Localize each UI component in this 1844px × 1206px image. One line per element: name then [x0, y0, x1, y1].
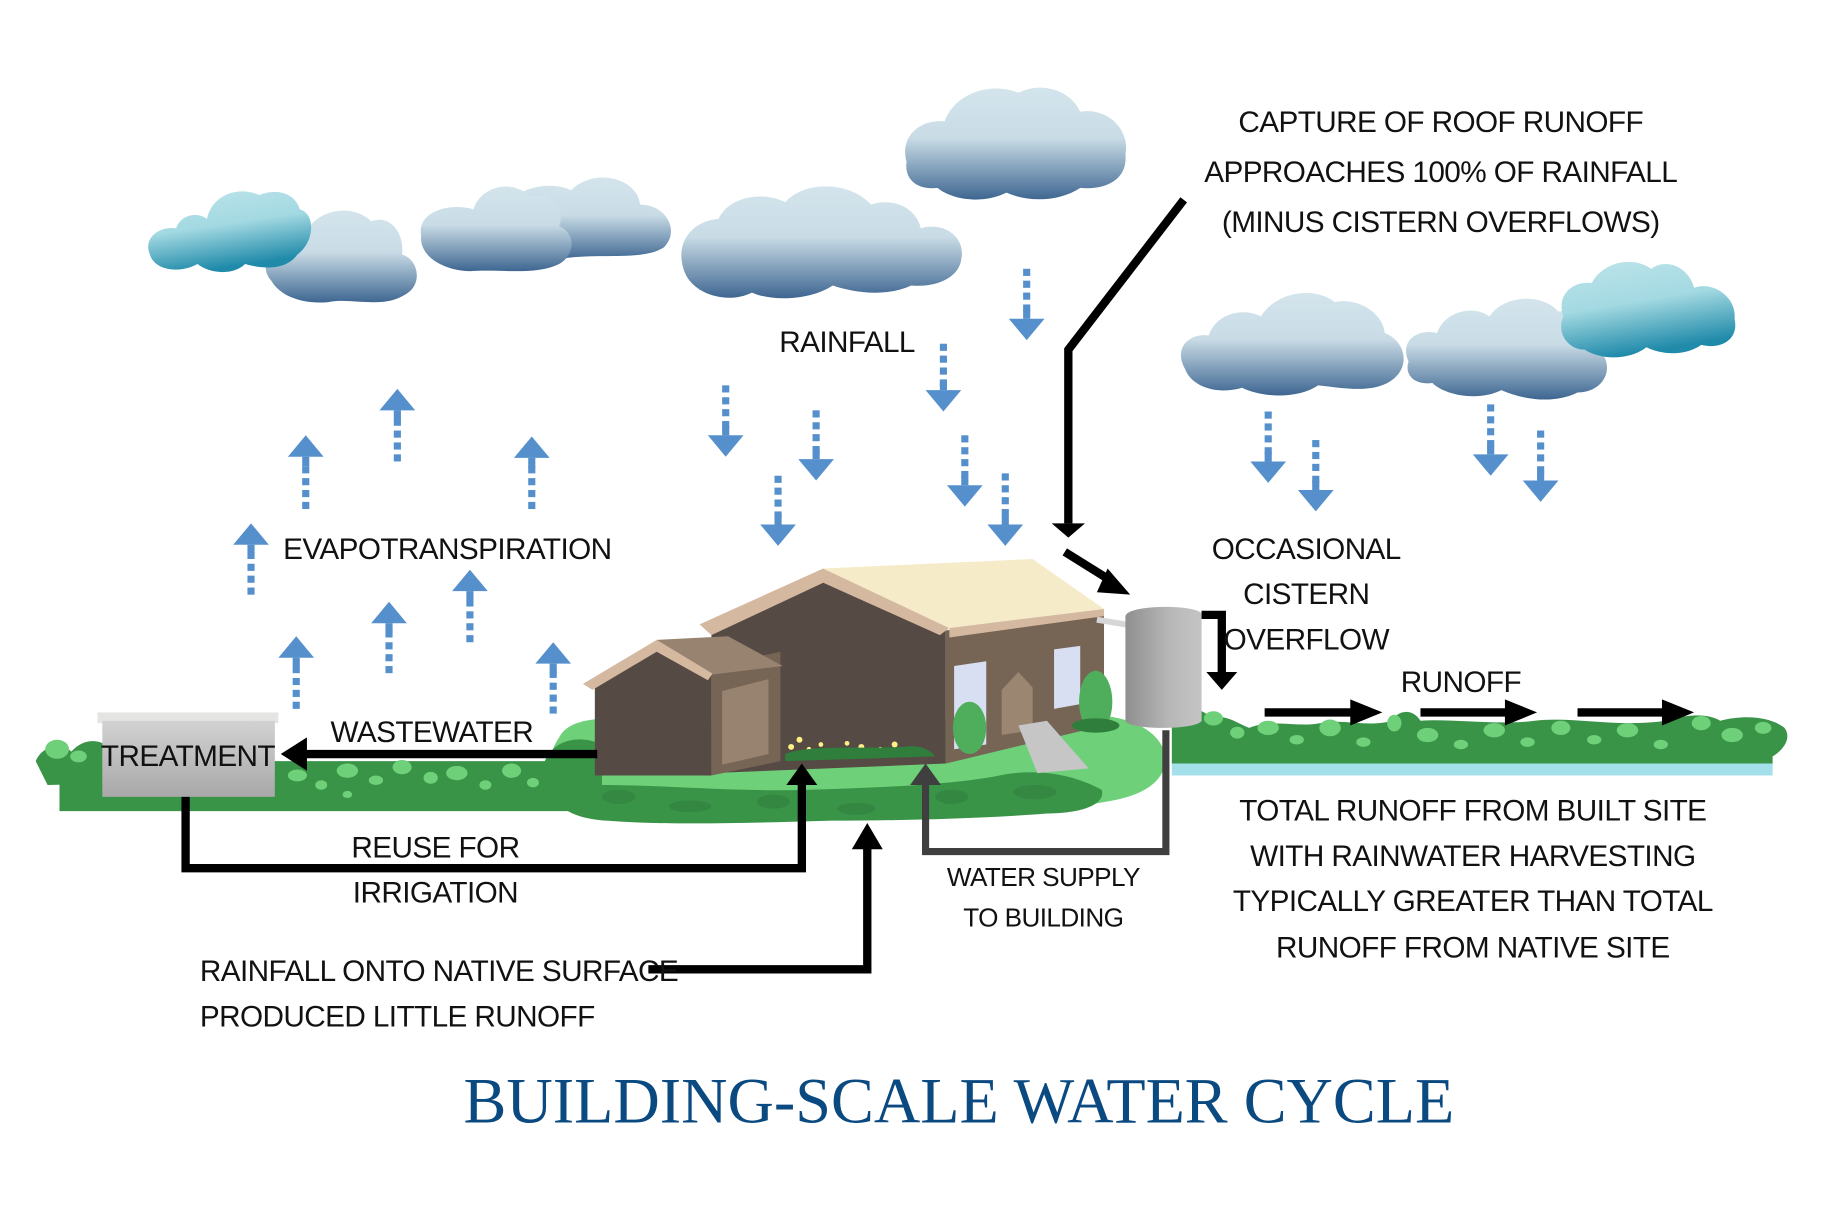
cloud-icon — [1406, 298, 1608, 400]
rainfall-arrows — [707, 268, 1559, 546]
dashed-up-arrow-icon — [278, 636, 315, 709]
cloud-group-left — [148, 177, 671, 303]
rainfall-label: RAINFALL — [779, 326, 915, 359]
dashed-down-arrow-icon — [1250, 411, 1287, 483]
dashed-up-arrow-icon — [287, 435, 324, 510]
evapotranspiration-arrows — [233, 388, 572, 714]
dashed-down-arrow-icon — [1472, 404, 1509, 476]
roof-capture-leader-arrow — [1051, 197, 1188, 595]
overflow-label-line-1: OCCASIONAL — [1212, 533, 1401, 566]
reuse-label-line-2: IRRIGATION — [353, 877, 518, 910]
water-supply-label-line-2: TO BUILDING — [963, 903, 1123, 933]
reuse-label-line-1: REUSE FOR — [351, 832, 519, 865]
total-runoff-line-2: WITH RAINWATER HARVESTING — [1250, 840, 1695, 873]
cloud-icon — [1180, 293, 1404, 396]
overflow-label-line-2: CISTERN — [1243, 578, 1369, 611]
dashed-up-arrow-icon — [513, 436, 550, 510]
dashed-down-arrow-icon — [925, 343, 962, 412]
dashed-down-arrow-icon — [946, 435, 983, 507]
cistern-icon[interactable] — [1096, 606, 1202, 728]
total-runoff-line-4: RUNOFF FROM NATIVE SITE — [1276, 931, 1670, 964]
treatment-tank-icon[interactable] — [97, 712, 279, 797]
cloud-icon — [148, 191, 312, 273]
dashed-up-arrow-icon — [379, 388, 416, 462]
capture-label-line-1: CAPTURE OF ROOF RUNOFF — [1238, 106, 1643, 139]
water-supply-arrow — [910, 730, 1170, 856]
total-runoff-line-1: TOTAL RUNOFF FROM BUILT SITE — [1239, 795, 1706, 828]
capture-label-line-3: (MINUS CISTERN OVERFLOWS) — [1222, 206, 1660, 239]
cloud-icon — [1561, 261, 1736, 358]
reuse-irrigation-arrow — [181, 763, 818, 873]
overflow-label-line-3: OVERFLOW — [1224, 623, 1390, 656]
dashed-up-arrow-icon — [233, 523, 269, 595]
wastewater-arrow — [280, 737, 598, 771]
dashed-up-arrow-icon — [452, 569, 488, 643]
house-icon — [582, 558, 1120, 776]
treatment-label: TREATMENT — [101, 740, 276, 773]
cloud-icon — [265, 210, 417, 303]
native-rainfall-arrow — [648, 823, 883, 974]
cloud-group-right — [1180, 261, 1736, 400]
wastewater-label: WASTEWATER — [331, 716, 534, 749]
dashed-down-arrow-icon — [1297, 440, 1334, 512]
cloud-icon — [681, 186, 962, 299]
cloud-icon — [905, 87, 1127, 200]
total-runoff-line-3: TYPICALLY GREATER THAN TOTAL — [1233, 885, 1713, 918]
diagram-title: BUILDING-SCALE WATER CYCLE — [464, 1066, 1455, 1137]
dashed-down-arrow-icon — [1008, 268, 1045, 341]
dashed-down-arrow-icon — [760, 475, 796, 546]
dashed-down-arrow-icon — [987, 473, 1024, 546]
dashed-up-arrow-icon — [371, 601, 407, 674]
dashed-up-arrow-icon — [535, 642, 572, 714]
dashed-down-arrow-icon — [707, 385, 744, 457]
runoff-arrows — [1264, 699, 1695, 726]
cloud-icon — [420, 177, 671, 272]
cloud-group-center — [681, 87, 1127, 299]
cistern-overflow-arrow — [1201, 610, 1238, 690]
water-supply-label-line-1: WATER SUPPLY — [947, 862, 1140, 892]
native-label-line-2: PRODUCED LITTLE RUNOFF — [200, 1000, 595, 1033]
dashed-down-arrow-icon — [1522, 430, 1559, 502]
native-label-line-1: RAINFALL ONTO NATIVE SURFACE — [200, 955, 678, 988]
ground-right — [1171, 709, 1788, 776]
runoff-label: RUNOFF — [1401, 666, 1521, 699]
evapotranspiration-label: EVAPOTRANSPIRATION — [283, 533, 611, 566]
capture-label-line-2: APPROACHES 100% OF RAINFALL — [1204, 156, 1677, 189]
dashed-down-arrow-icon — [798, 410, 834, 481]
